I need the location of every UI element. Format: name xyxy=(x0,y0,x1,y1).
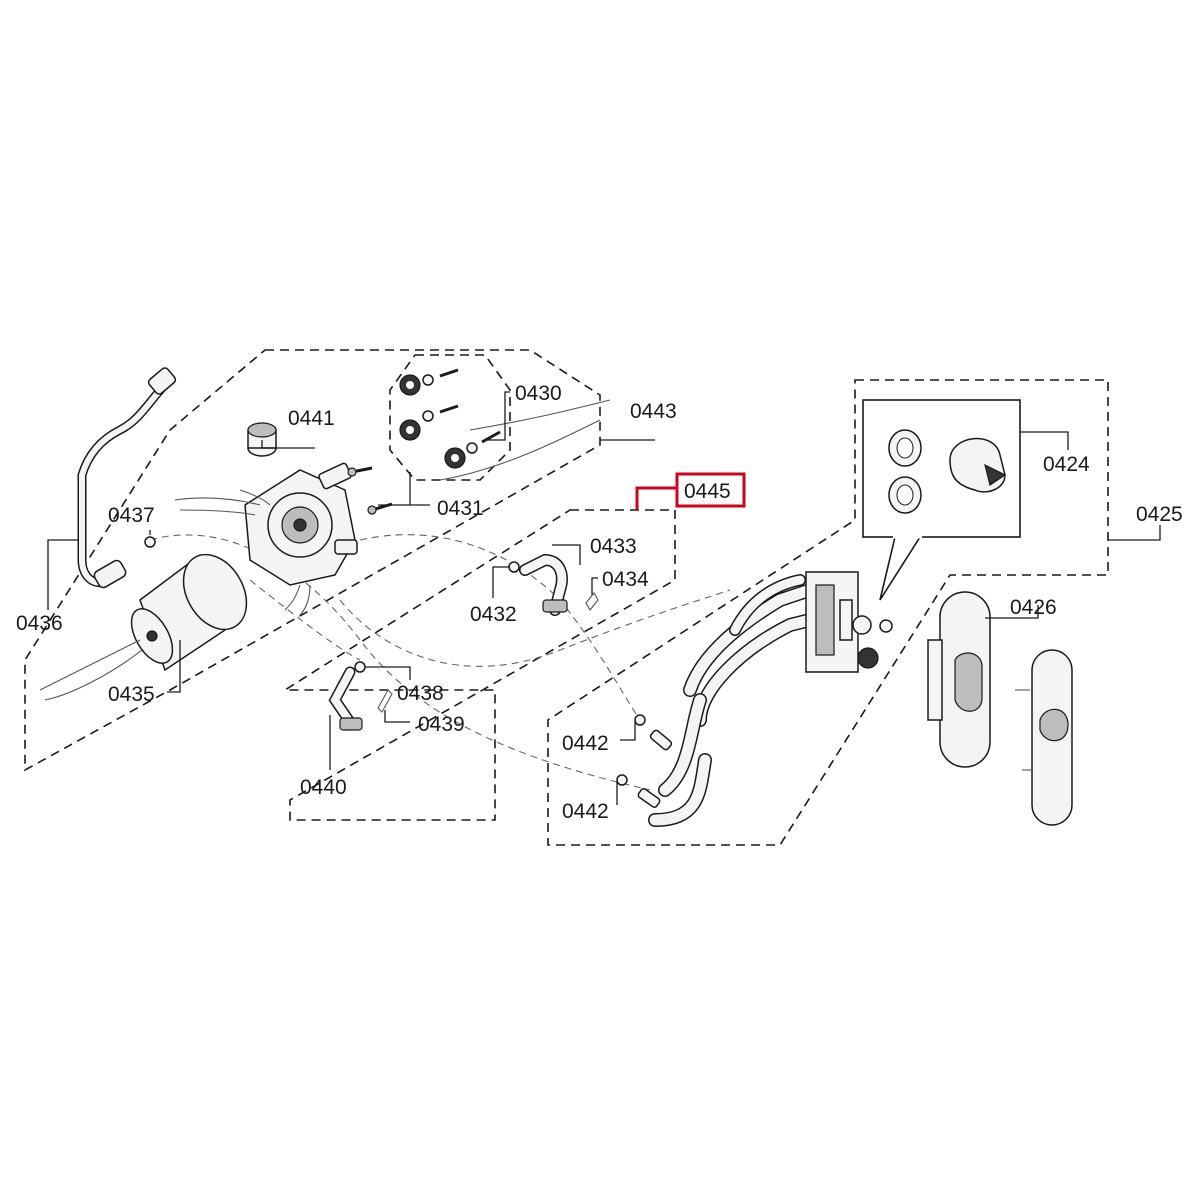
part-label-0445-highlighted[interactable]: 0445 xyxy=(684,480,731,503)
part-label-0440[interactable]: 0440 xyxy=(300,776,347,799)
control-valve-block xyxy=(648,571,893,827)
group-0445-outline xyxy=(282,509,676,821)
leader-0439 xyxy=(384,710,410,723)
leader-0432 xyxy=(492,566,510,598)
part-label-0425[interactable]: 0425 xyxy=(1136,503,1183,526)
part-label-0442[interactable]: 0442 xyxy=(562,732,609,755)
leader-0445 xyxy=(635,486,677,510)
cover-panel-0426 xyxy=(927,591,1073,826)
leader-0442a xyxy=(620,722,636,741)
fitting-0440 xyxy=(328,661,366,731)
leader-0424 xyxy=(1020,431,1069,450)
mounts-0430 xyxy=(399,368,501,469)
part-label-0436[interactable]: 0436 xyxy=(16,612,63,635)
part-label-0434[interactable]: 0434 xyxy=(602,568,649,591)
part-label-0424[interactable]: 0424 xyxy=(1043,453,1090,476)
leader-0433 xyxy=(552,544,581,565)
screws-0431 xyxy=(347,466,393,515)
highlight-box-0445 xyxy=(675,472,746,508)
leader-0435 xyxy=(167,640,181,693)
clip-0434 xyxy=(585,592,599,611)
part-label-0437[interactable]: 0437 xyxy=(108,504,155,527)
part-label-0442-second[interactable]: 0442 xyxy=(562,800,609,823)
part-label-0439[interactable]: 0439 xyxy=(418,713,465,736)
leader-0425 xyxy=(1108,525,1161,541)
group-0442-outline xyxy=(547,379,1109,846)
elbow-fitting-0433 xyxy=(508,553,568,616)
leader-0436 xyxy=(47,539,78,610)
part-label-0438[interactable]: 0438 xyxy=(397,682,444,705)
part-label-0441[interactable]: 0441 xyxy=(288,407,335,430)
valve-cap-0441 xyxy=(247,422,277,457)
zoom-callout-pointer xyxy=(879,536,922,601)
hose-line xyxy=(439,419,601,481)
leader-0426 xyxy=(985,605,1039,619)
hose-line xyxy=(469,399,611,431)
leader-0434 xyxy=(591,577,598,595)
pump-0443 xyxy=(174,462,358,616)
leader-0430 xyxy=(485,391,510,441)
part-label-0443[interactable]: 0443 xyxy=(630,400,677,423)
clip-0439 xyxy=(377,689,393,713)
group-0430-outline xyxy=(389,354,511,481)
seals-and-knob-0424 xyxy=(888,429,1007,514)
leader-0431 xyxy=(409,472,430,506)
connectors-0442 xyxy=(616,714,673,808)
hose-line xyxy=(339,589,731,667)
part-label-0432[interactable]: 0432 xyxy=(470,603,517,626)
part-label-0433[interactable]: 0433 xyxy=(590,535,637,558)
seal-ring-0437 xyxy=(144,536,156,548)
leader-0438 xyxy=(365,666,411,680)
part-label-0426[interactable]: 0426 xyxy=(1010,596,1057,619)
part-label-0431[interactable]: 0431 xyxy=(437,497,484,520)
heater-0435 xyxy=(39,553,248,701)
hose-assembly-0436 xyxy=(77,367,177,589)
hose-line xyxy=(149,534,651,791)
part-label-0430[interactable]: 0430 xyxy=(515,382,562,405)
group-0443-outline xyxy=(24,349,601,772)
leader-0441 xyxy=(261,440,315,449)
part-label-0435[interactable]: 0435 xyxy=(108,683,155,706)
